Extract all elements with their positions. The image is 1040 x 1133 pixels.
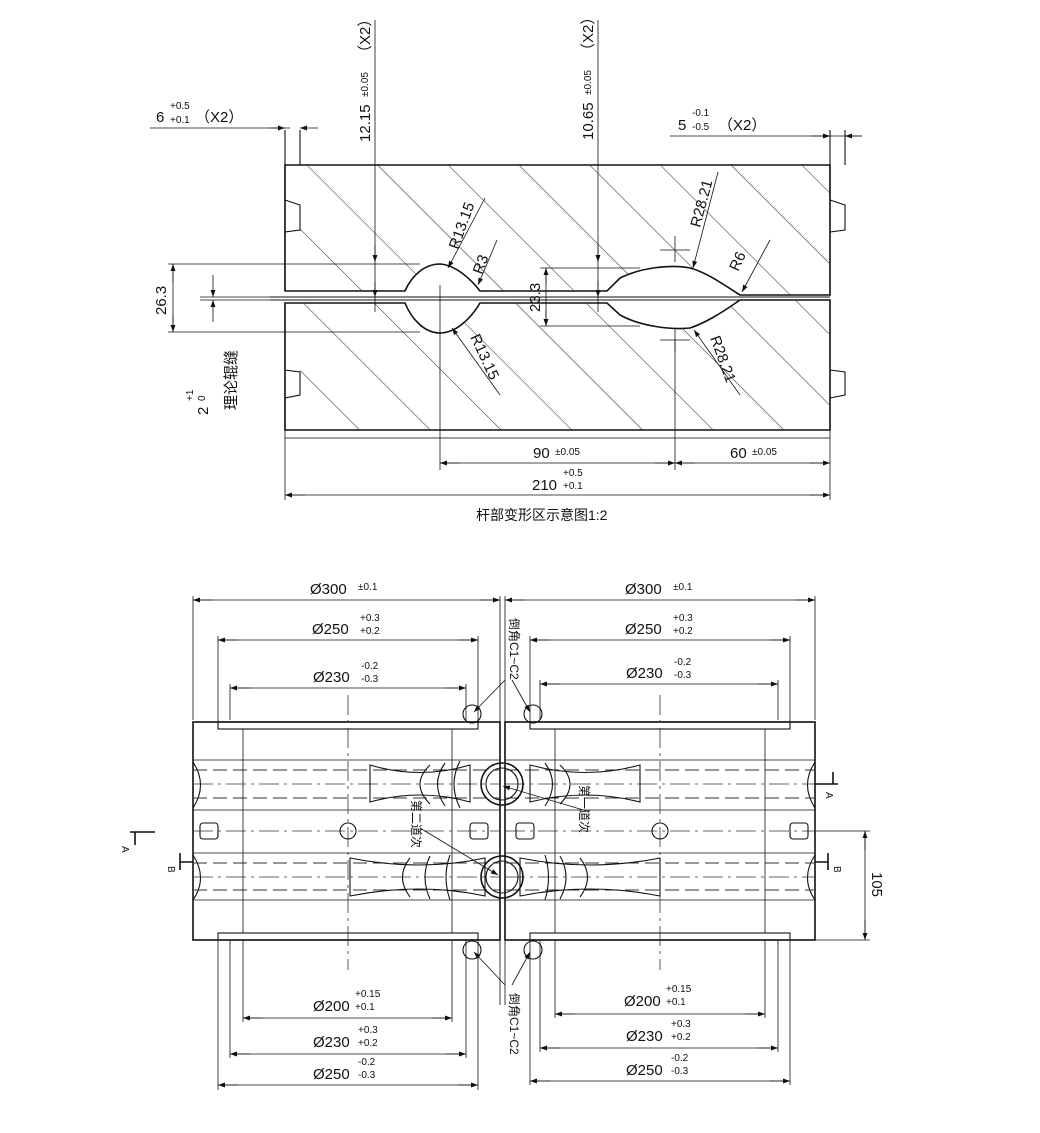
section-b-right: B (831, 866, 842, 873)
d230-bot-left-value: Ø230 (313, 1034, 350, 1051)
pass-one-label: 第一道次 (577, 785, 591, 833)
dim-210-value: 210 (532, 477, 557, 494)
d230-bot-right-lower-tol: +0.2 (671, 1032, 691, 1043)
slot-right-upper-tol: -0.1 (692, 108, 710, 119)
d200-right-value: Ø200 (624, 993, 661, 1010)
section-a-right: A (823, 792, 834, 799)
d250-bot-left-upper-tol: -0.2 (358, 1057, 376, 1068)
gap-value: 2 (195, 407, 212, 415)
d200-left-lower-tol: +0.1 (355, 1002, 375, 1013)
d230-bot-left-lower-tol: +0.2 (358, 1038, 378, 1049)
section-a-left: A (119, 846, 130, 853)
depth-left-value: 12.15 (357, 104, 374, 142)
section-b-left: B (165, 866, 176, 873)
d200-left-upper-tol: +0.15 (355, 989, 381, 1000)
pass-two-label: 第二道次 (409, 800, 423, 848)
slot-left-value: 6 (156, 109, 164, 126)
d250-bot-left-value: Ø250 (313, 1066, 350, 1083)
d250-bot-right-lower-tol: -0.3 (671, 1066, 689, 1077)
d230-top-left-lower-tol: -0.3 (361, 674, 379, 685)
slot-left-suffix: （X2） (195, 109, 243, 126)
d250-bot-right-upper-tol: -0.2 (671, 1053, 689, 1064)
d230-bot-right-upper-tol: +0.3 (671, 1019, 691, 1030)
gap-upper-tol: +1 (185, 389, 196, 401)
depth-left-tol: ±0.05 (360, 72, 371, 97)
height-left-value: 26.3 (153, 286, 170, 315)
d250-top-right-upper-tol: +0.3 (673, 613, 693, 624)
d300-left-tol: ±0.1 (358, 582, 378, 593)
d250-top-right-value: Ø250 (625, 621, 662, 638)
d200-right-lower-tol: +0.1 (666, 997, 686, 1008)
d200-left-value: Ø200 (313, 998, 350, 1015)
d300-right-tol: ±0.1 (673, 582, 693, 593)
d230-top-left-upper-tol: -0.2 (361, 661, 379, 672)
d250-bot-left-lower-tol: -0.3 (358, 1070, 376, 1081)
lower-die-hatching (300, 300, 830, 430)
d230-top-left-value: Ø230 (313, 669, 350, 686)
d230-top-right-value: Ø230 (626, 665, 663, 682)
slot-left-lower-tol: +0.1 (170, 115, 190, 126)
d300-left-value: Ø300 (310, 581, 347, 598)
dim-210-upper-tol: +0.5 (563, 468, 583, 479)
gap-lower-tol: 0 (197, 395, 208, 401)
height-mid-value: 23.3 (527, 283, 544, 312)
dim-90-tol: ±0.05 (555, 447, 580, 458)
left-roll (192, 695, 501, 970)
slot-left-upper-tol: +0.5 (170, 101, 190, 112)
depth-right-value: 10.65 (580, 102, 597, 140)
top-section-view: 6 +0.5 +0.1 （X2） 5 -0.1 -0.5 （X2） 12.15 … (150, 10, 862, 523)
d250-top-left-value: Ø250 (312, 621, 349, 638)
dim-60-value: 60 (730, 445, 747, 462)
d230-top-right-upper-tol: -0.2 (674, 657, 692, 668)
depth-right-tol: ±0.05 (583, 70, 594, 95)
top-view-caption: 杆部变形区示意图1:2 (476, 507, 608, 523)
radius-r6: R6 (726, 249, 750, 274)
gap-label: 理论辊缝 (223, 350, 240, 410)
depth-right-suffix: （X2） (580, 10, 597, 58)
d250-top-left-lower-tol: +0.2 (360, 626, 380, 637)
d250-bot-right-value: Ø250 (626, 1062, 663, 1079)
dim-60-tol: ±0.05 (752, 447, 777, 458)
chamfer-bottom-label: 倒角C1~C2 (507, 993, 521, 1055)
dim-90-value: 90 (533, 445, 550, 462)
d230-bot-right-value: Ø230 (626, 1028, 663, 1045)
d250-top-left-upper-tol: +0.3 (360, 613, 380, 624)
radius-r3: R3 (470, 253, 493, 277)
d230-top-right-lower-tol: -0.3 (674, 670, 692, 681)
d200-right-upper-tol: +0.15 (666, 984, 692, 995)
bottom-roll-view: Ø300 ±0.1 Ø300 ±0.1 Ø250 +0.3 +0.2 Ø250 … (119, 581, 885, 1090)
dim-105-value: 105 (868, 872, 885, 897)
slot-right-suffix: （X2） (718, 117, 766, 134)
d230-bot-left-upper-tol: +0.3 (358, 1025, 378, 1036)
d300-right-value: Ø300 (625, 581, 662, 598)
upper-die-hatching (300, 165, 830, 295)
slot-right-value: 5 (678, 117, 686, 134)
depth-left-suffix: （X2） (357, 12, 374, 60)
right-roll (504, 695, 816, 970)
d250-top-right-lower-tol: +0.2 (673, 626, 693, 637)
chamfer-top-label: 倒角C1~C2 (507, 618, 521, 680)
slot-right-lower-tol: -0.5 (692, 122, 710, 133)
dim-210-lower-tol: +0.1 (563, 481, 583, 492)
